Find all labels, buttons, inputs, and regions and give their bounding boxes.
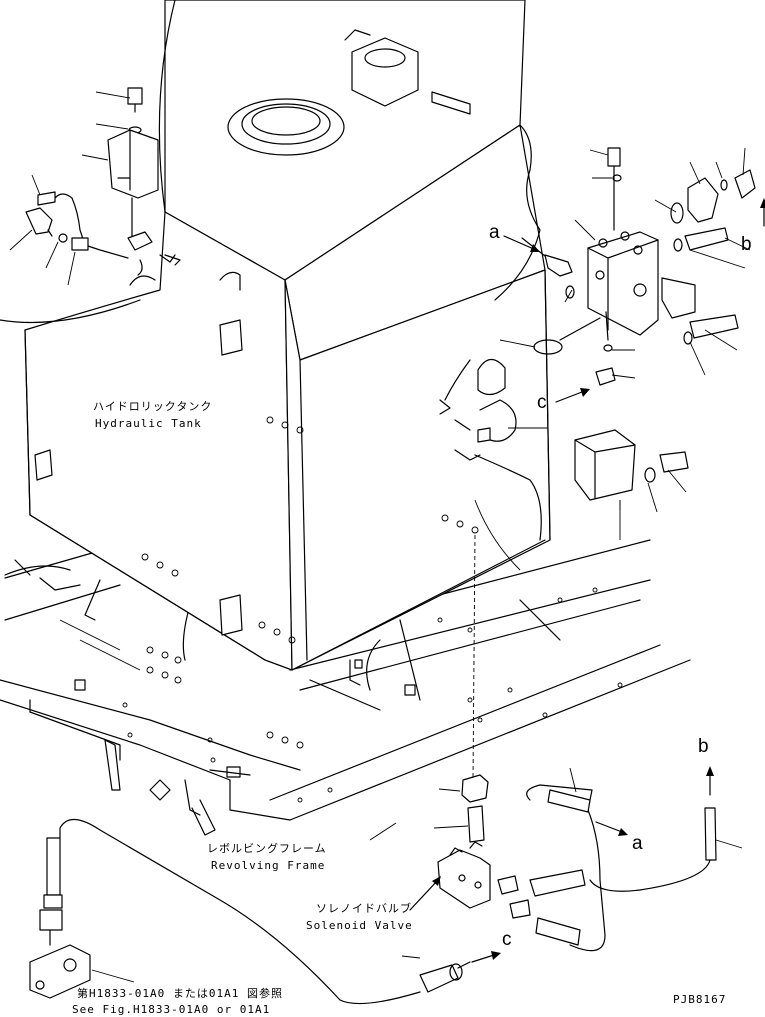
reference-note-jp: 第H1833-01A0 または01A1 図参照 — [77, 987, 283, 1000]
callout-arrows — [409, 198, 765, 963]
leader-lines — [9, 91, 751, 983]
mount-axis-line — [472, 534, 476, 781]
solenoid-valve-label-jp: ソレノイドバルブ — [316, 902, 412, 915]
drawing-number: PJB8167 — [673, 993, 727, 1006]
revolving-frame-label-jp: レボルビングフレーム — [207, 842, 327, 855]
callout-c-mid: c — [537, 392, 547, 413]
callout-b-bottom: b — [698, 736, 709, 757]
revolving-frame-drawing — [0, 539, 691, 836]
revolving-frame-label-en: Revolving Frame — [211, 859, 326, 872]
reference-note-en: See Fig.H1833-01A0 or 01A1 — [72, 1003, 271, 1016]
lower-valve-assembly — [29, 774, 717, 1005]
upper-valve-assembly — [439, 147, 756, 571]
callout-c-bottom: c — [502, 929, 512, 950]
solenoid-valve-label-en: Solenoid Valve — [306, 919, 413, 932]
hydraulic-tank-label-jp: ハイドロリックタンク — [93, 400, 213, 413]
left-sensor-group — [25, 87, 181, 276]
callout-a-bottom: a — [632, 833, 643, 854]
callout-b-top: b — [741, 234, 752, 255]
hydraulic-tank-label-en: Hydraulic Tank — [95, 417, 202, 430]
hydraulic-tank-drawing — [0, 0, 551, 671]
callout-a-top: a — [489, 222, 500, 243]
